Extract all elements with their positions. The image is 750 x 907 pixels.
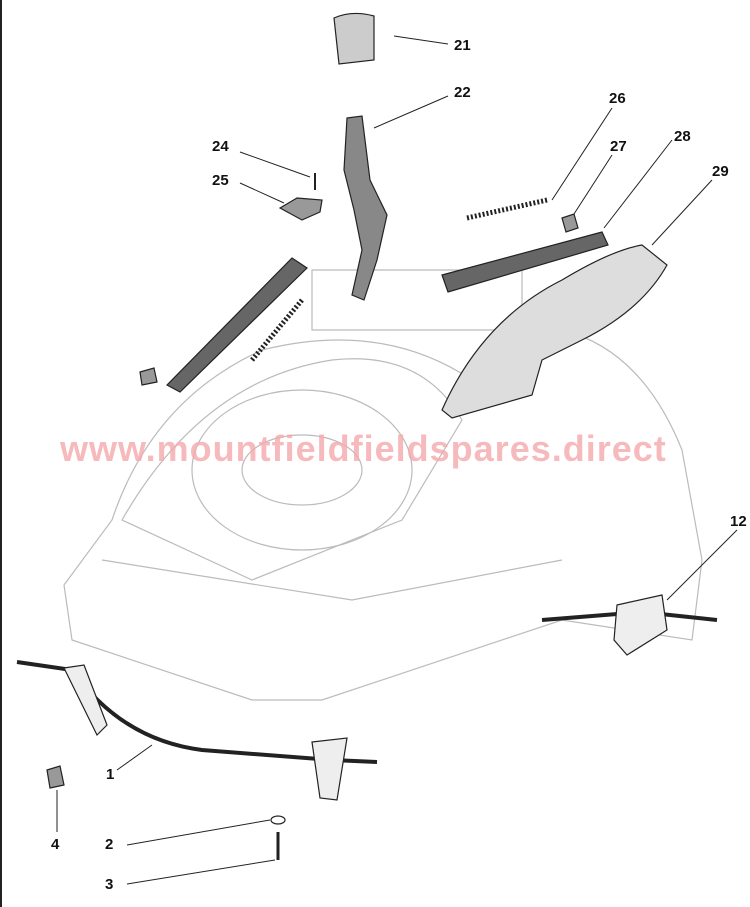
callout-24: 24 xyxy=(212,138,229,155)
callout-26: 26 xyxy=(609,90,626,107)
watermark: www.mountfieldfieldspares.direct xyxy=(60,428,667,469)
callout-12: 12 xyxy=(730,513,747,530)
callout-3: 3 xyxy=(105,876,114,893)
callout-27: 27 xyxy=(610,138,627,155)
clip xyxy=(561,213,579,233)
left-spring xyxy=(250,298,304,362)
callout-28: 28 xyxy=(674,128,691,145)
left-link-arm xyxy=(166,257,308,393)
left-clip xyxy=(139,367,158,386)
callout-22: 22 xyxy=(454,84,471,101)
callout-29: 29 xyxy=(712,163,729,180)
spring xyxy=(466,197,548,221)
callout-2: 2 xyxy=(105,836,114,853)
callout-21: 21 xyxy=(454,37,471,54)
axle-clip xyxy=(46,765,65,789)
washer xyxy=(270,815,286,825)
callout-1: 1 xyxy=(106,766,115,783)
bracket xyxy=(278,197,323,221)
mower-deck xyxy=(63,269,703,701)
callout-4: 4 xyxy=(51,836,60,853)
leader-lines xyxy=(56,35,738,885)
link-arm xyxy=(441,231,609,293)
callout-25: 25 xyxy=(212,172,229,189)
height-lever xyxy=(343,115,388,301)
lever-cover xyxy=(441,244,668,419)
handle-cap xyxy=(333,12,375,65)
